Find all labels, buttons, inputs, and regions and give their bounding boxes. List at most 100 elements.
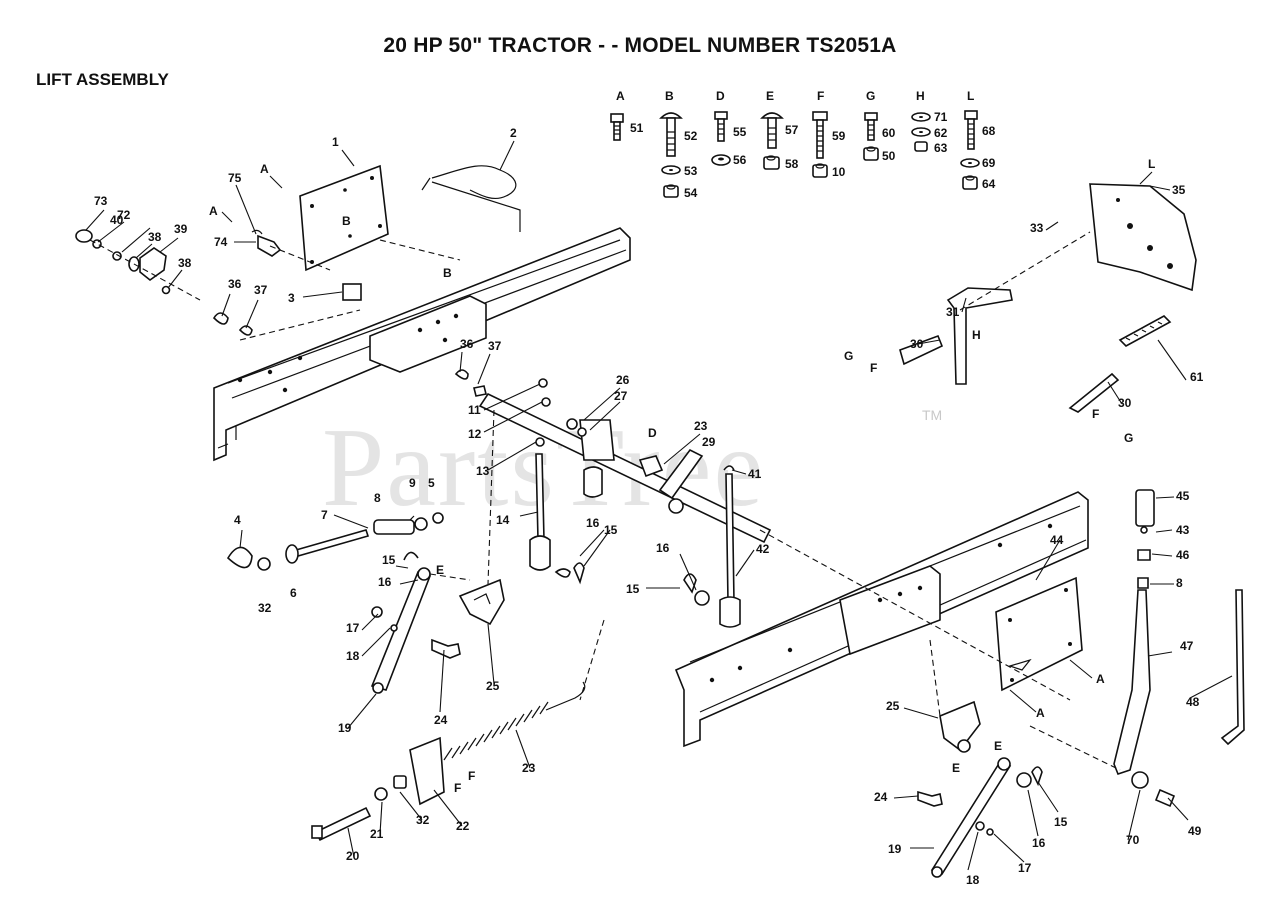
svg-text:44: 44 bbox=[1050, 533, 1064, 547]
clevis-pin-parts bbox=[554, 562, 710, 606]
svg-text:70: 70 bbox=[1126, 833, 1140, 847]
lift-handle bbox=[1113, 489, 1176, 808]
washer-icon bbox=[960, 158, 980, 168]
flange-nut-icon bbox=[711, 154, 731, 166]
svg-text:3: 3 bbox=[288, 291, 295, 305]
svg-text:14: 14 bbox=[496, 513, 510, 527]
svg-text:73: 73 bbox=[94, 194, 108, 208]
svg-text:A: A bbox=[209, 204, 218, 218]
hardware-letter-b: B bbox=[665, 89, 674, 103]
svg-text:E: E bbox=[436, 563, 444, 577]
svg-text:74: 74 bbox=[214, 235, 228, 249]
lift-spring bbox=[311, 681, 586, 842]
svg-text:4: 4 bbox=[234, 513, 241, 527]
svg-text:16: 16 bbox=[1032, 836, 1046, 850]
svg-text:13: 13 bbox=[476, 464, 490, 478]
svg-text:38: 38 bbox=[148, 230, 162, 244]
svg-text:58: 58 bbox=[785, 157, 799, 171]
svg-text:36: 36 bbox=[460, 337, 474, 351]
svg-text:37: 37 bbox=[254, 283, 268, 297]
hardware-letter-g: G bbox=[866, 89, 875, 103]
left-frame-rail bbox=[213, 227, 631, 462]
svg-text:A: A bbox=[1096, 672, 1105, 686]
svg-text:49: 49 bbox=[1188, 824, 1202, 838]
svg-text:43: 43 bbox=[1176, 523, 1190, 537]
hex-bolt-icon bbox=[714, 111, 728, 142]
left-hardware-stack bbox=[75, 229, 201, 301]
right-frame-rail bbox=[674, 491, 1089, 748]
svg-text:29: 29 bbox=[702, 435, 716, 449]
svg-text:15: 15 bbox=[382, 553, 396, 567]
svg-text:51: 51 bbox=[630, 121, 644, 135]
hardware-letter-d: D bbox=[716, 89, 725, 103]
svg-text:24: 24 bbox=[874, 790, 888, 804]
svg-text:47: 47 bbox=[1180, 639, 1194, 653]
notch-plate bbox=[1118, 315, 1172, 347]
svg-text:38: 38 bbox=[178, 256, 192, 270]
svg-text:D: D bbox=[648, 426, 657, 440]
carriage-bolt-icon bbox=[659, 112, 683, 157]
svg-text:36: 36 bbox=[228, 277, 242, 291]
svg-text:11: 11 bbox=[468, 403, 481, 417]
svg-text:5: 5 bbox=[428, 476, 435, 490]
svg-text:27: 27 bbox=[614, 389, 628, 403]
lift-rod-left bbox=[529, 453, 551, 571]
svg-text:G: G bbox=[1124, 431, 1133, 445]
assembly-lines bbox=[239, 231, 1121, 771]
adjust-rod-assembly bbox=[226, 512, 444, 571]
svg-text:16: 16 bbox=[586, 516, 600, 530]
nut-icon bbox=[812, 163, 828, 178]
leader-lines bbox=[85, 140, 1233, 871]
svg-text:69: 69 bbox=[982, 156, 996, 170]
hardware-letter-a: A bbox=[616, 89, 625, 103]
body-panel bbox=[1089, 183, 1197, 292]
long-bolt-icon bbox=[964, 110, 978, 150]
svg-text:61: 61 bbox=[1190, 370, 1204, 384]
svg-text:8: 8 bbox=[1176, 576, 1183, 590]
svg-text:16: 16 bbox=[378, 575, 392, 589]
svg-text:F: F bbox=[468, 769, 475, 783]
svg-text:57: 57 bbox=[785, 123, 799, 137]
lift-arm-right bbox=[917, 757, 1043, 878]
hex-bolt-icon bbox=[610, 113, 624, 141]
svg-text:45: 45 bbox=[1176, 489, 1190, 503]
carriage-bolt-icon bbox=[760, 112, 784, 149]
svg-text:15: 15 bbox=[1054, 815, 1068, 829]
svg-text:7: 7 bbox=[321, 508, 328, 522]
svg-text:41: 41 bbox=[748, 467, 762, 481]
svg-text:37: 37 bbox=[488, 339, 502, 353]
callout-labels: 1 2 3 4 5 6 7 8 9 11 12 13 14 15 15 15 1… bbox=[94, 126, 1204, 887]
svg-text:H: H bbox=[972, 328, 981, 342]
svg-text:21: 21 bbox=[370, 827, 384, 841]
svg-text:2: 2 bbox=[510, 126, 517, 140]
svg-text:6: 6 bbox=[290, 586, 297, 600]
assembly-subtitle: LIFT ASSEMBLY bbox=[36, 70, 169, 89]
svg-text:20: 20 bbox=[346, 849, 360, 863]
svg-text:46: 46 bbox=[1176, 548, 1190, 562]
svg-text:23: 23 bbox=[522, 761, 536, 775]
mounting-plate bbox=[299, 164, 389, 272]
mounting-plate-right bbox=[995, 576, 1083, 692]
svg-text:33: 33 bbox=[1030, 221, 1044, 235]
svg-text:23: 23 bbox=[694, 419, 708, 433]
lift-lever-bracket bbox=[899, 287, 1120, 413]
svg-text:F: F bbox=[870, 361, 877, 375]
svg-text:B: B bbox=[342, 214, 351, 228]
svg-text:E: E bbox=[952, 761, 960, 775]
washer-icon bbox=[661, 165, 681, 175]
hardware-letter-f: F bbox=[817, 89, 824, 103]
svg-text:62: 62 bbox=[934, 126, 948, 140]
svg-text:48: 48 bbox=[1186, 695, 1200, 709]
svg-text:18: 18 bbox=[346, 649, 360, 663]
svg-text:F: F bbox=[454, 781, 461, 795]
svg-text:35: 35 bbox=[1172, 183, 1186, 197]
svg-text:52: 52 bbox=[684, 129, 698, 143]
svg-text:25: 25 bbox=[886, 699, 900, 713]
svg-text:59: 59 bbox=[832, 129, 846, 143]
svg-text:26: 26 bbox=[616, 373, 630, 387]
svg-text:31: 31 bbox=[946, 305, 960, 319]
svg-text:12: 12 bbox=[468, 427, 482, 441]
svg-text:25: 25 bbox=[486, 679, 500, 693]
svg-text:1: 1 bbox=[332, 135, 339, 149]
